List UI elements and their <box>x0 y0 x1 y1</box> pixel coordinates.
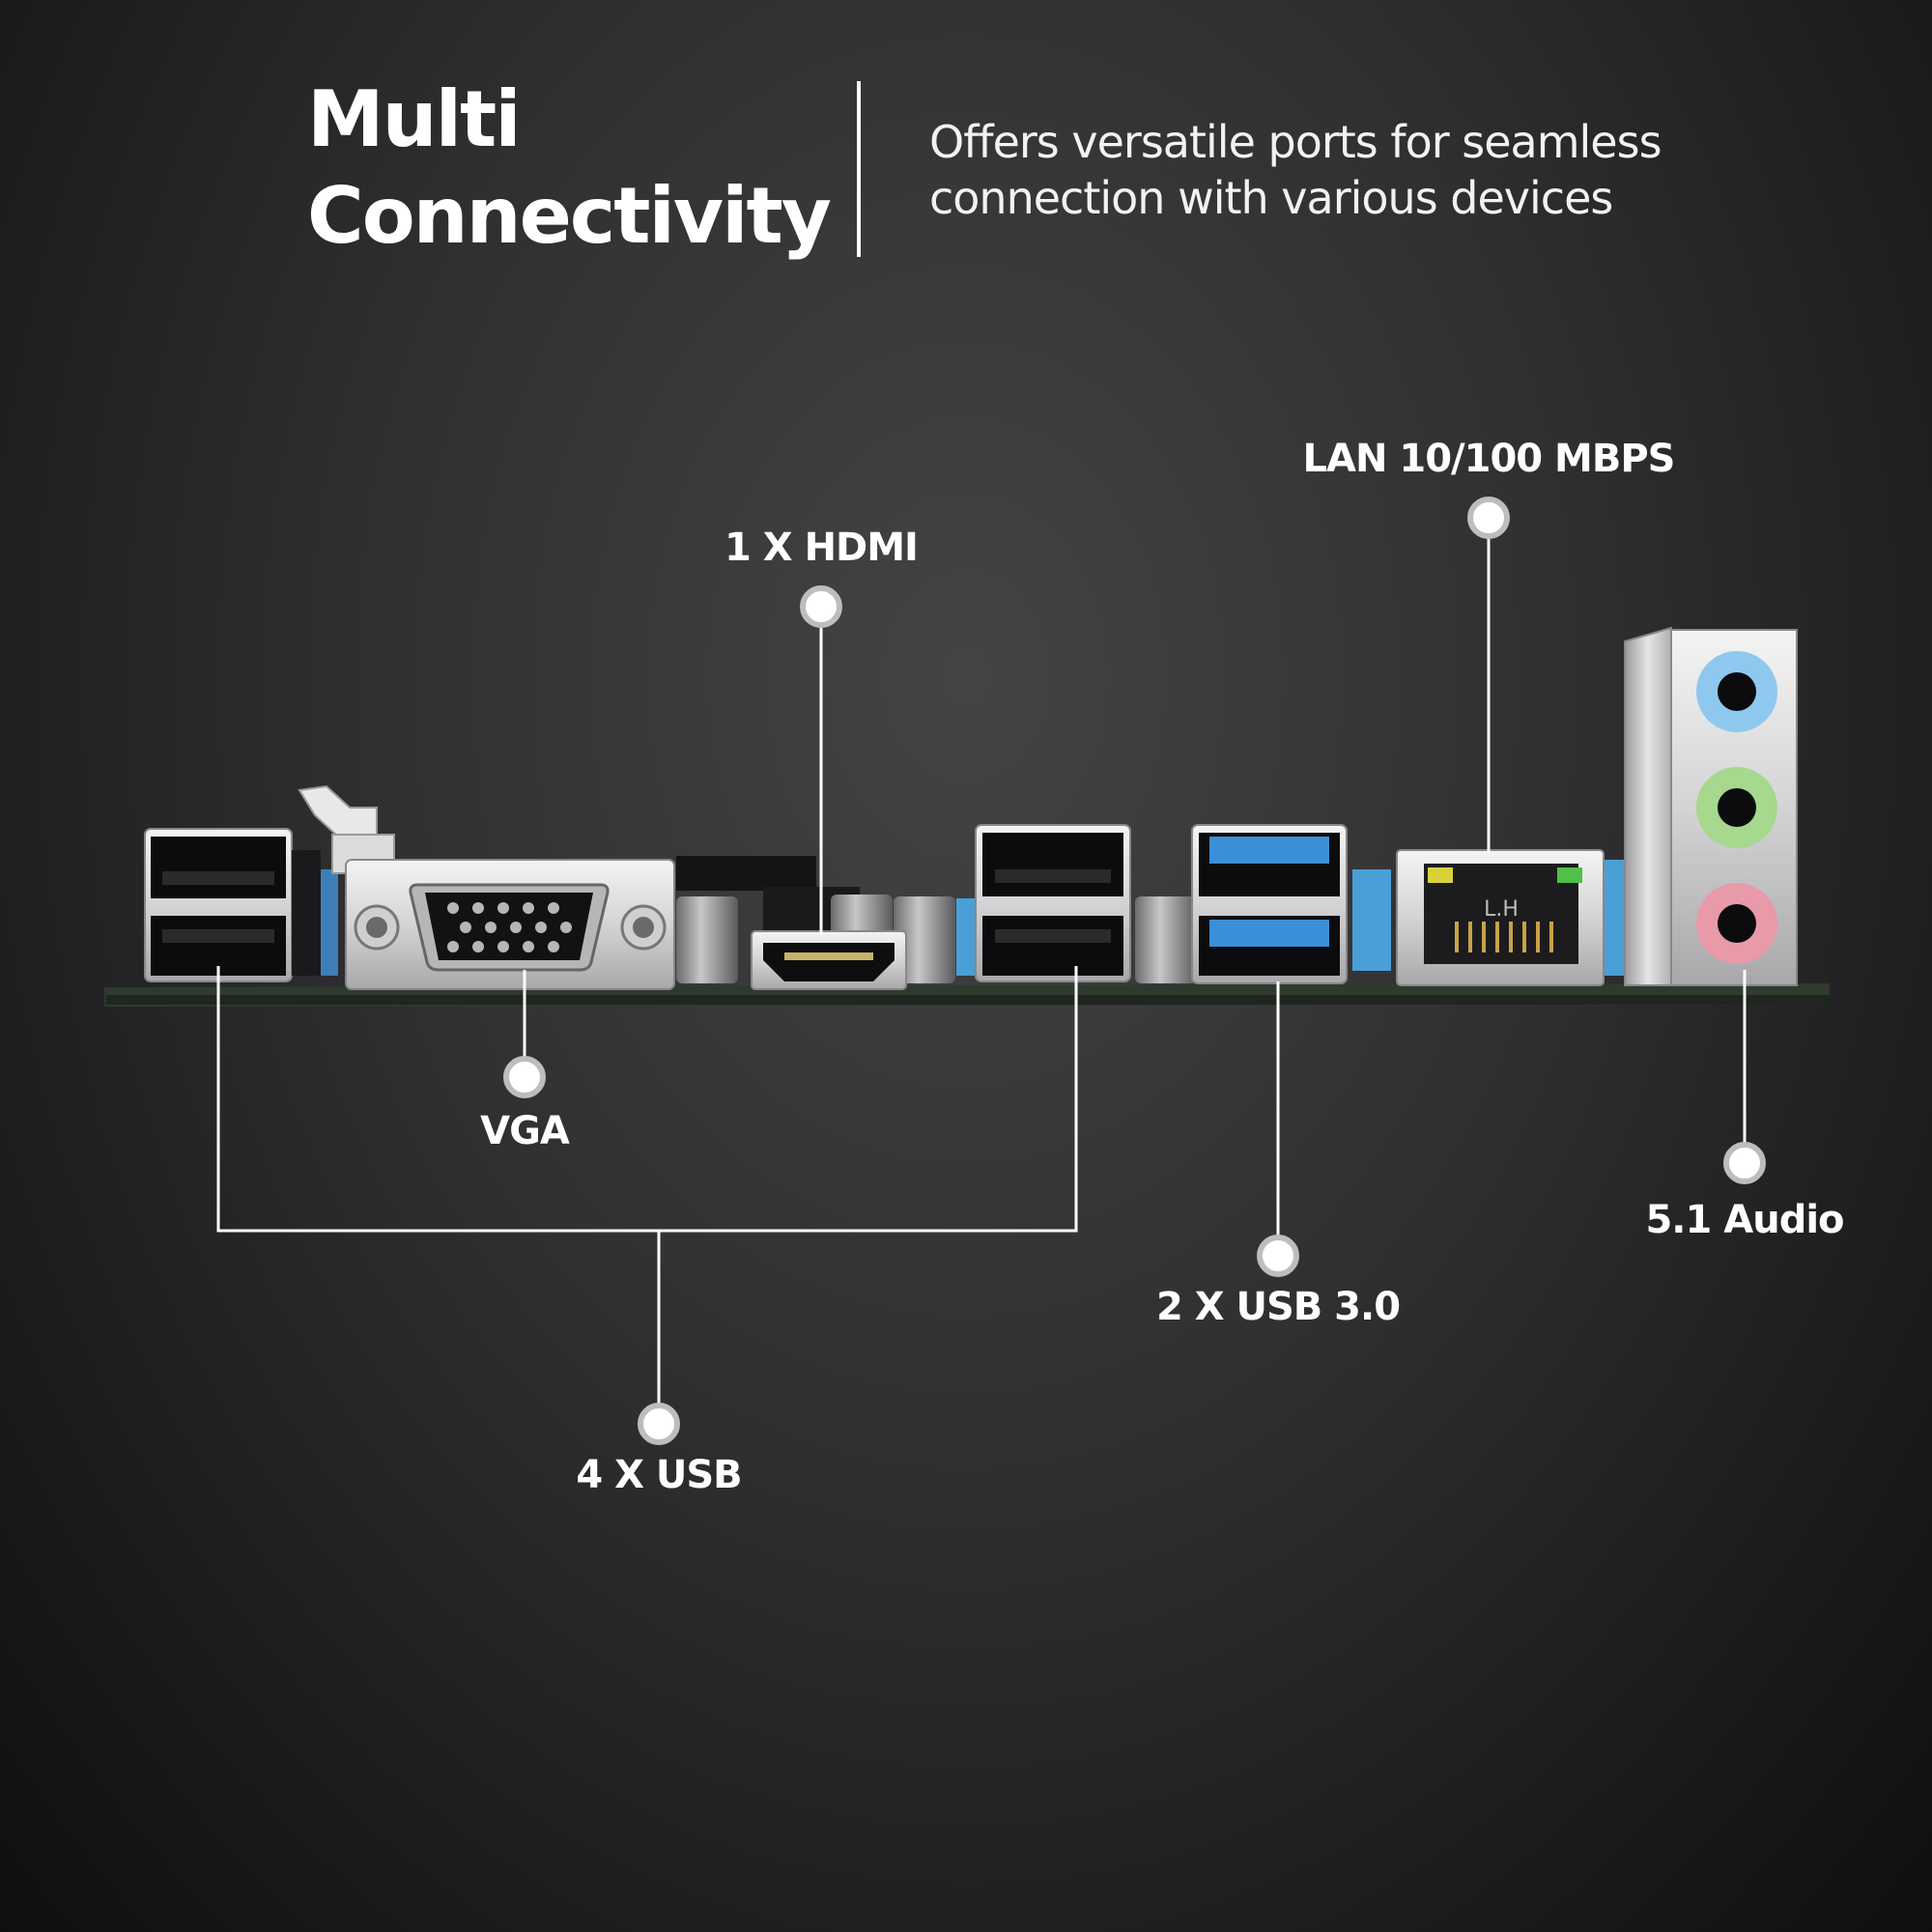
headline-line-2: Connectivity <box>307 171 832 261</box>
header-divider <box>857 81 861 257</box>
lan-jack: L.H <box>1396 849 1605 986</box>
label-hdmi: 1 X HDMI <box>724 526 919 570</box>
label-usb3: 2 X USB 3.0 <box>1155 1285 1401 1329</box>
label-lan: LAN 10/100 MBPS <box>1302 437 1676 481</box>
label-usb: 4 X USB <box>576 1453 742 1497</box>
callout-dots <box>503 497 1766 1445</box>
headline-line-1: Multi <box>307 74 522 164</box>
usb3-stack <box>1191 824 1348 984</box>
usb-callout-dot <box>638 1403 680 1445</box>
vga-callout-dot <box>503 1056 546 1098</box>
tagline-line-2: connection with various devices <box>929 172 1613 224</box>
tagline: Offers versatile ports for seamless conn… <box>929 114 1683 226</box>
hdmi-connector <box>751 930 907 990</box>
label-vga: VGA <box>480 1109 570 1153</box>
usb-stack-middle <box>975 824 1131 982</box>
lan-callout-dot <box>1467 497 1510 539</box>
tagline-line-1: Offers versatile ports for seamless <box>929 116 1662 168</box>
audio-callout-dot <box>1723 1142 1766 1184</box>
usb3-callout-dot <box>1257 1235 1299 1277</box>
headline: Multi Connectivity <box>307 71 832 265</box>
hdmi-callout-dot <box>800 585 842 628</box>
lan-jack-marking: L.H <box>1484 897 1519 922</box>
label-audio: 5.1 Audio <box>1645 1198 1844 1242</box>
usb-stack-left <box>144 828 321 982</box>
audio-panel <box>1624 626 1798 986</box>
leader-lines <box>216 518 1747 1424</box>
vga-connector <box>345 859 675 990</box>
